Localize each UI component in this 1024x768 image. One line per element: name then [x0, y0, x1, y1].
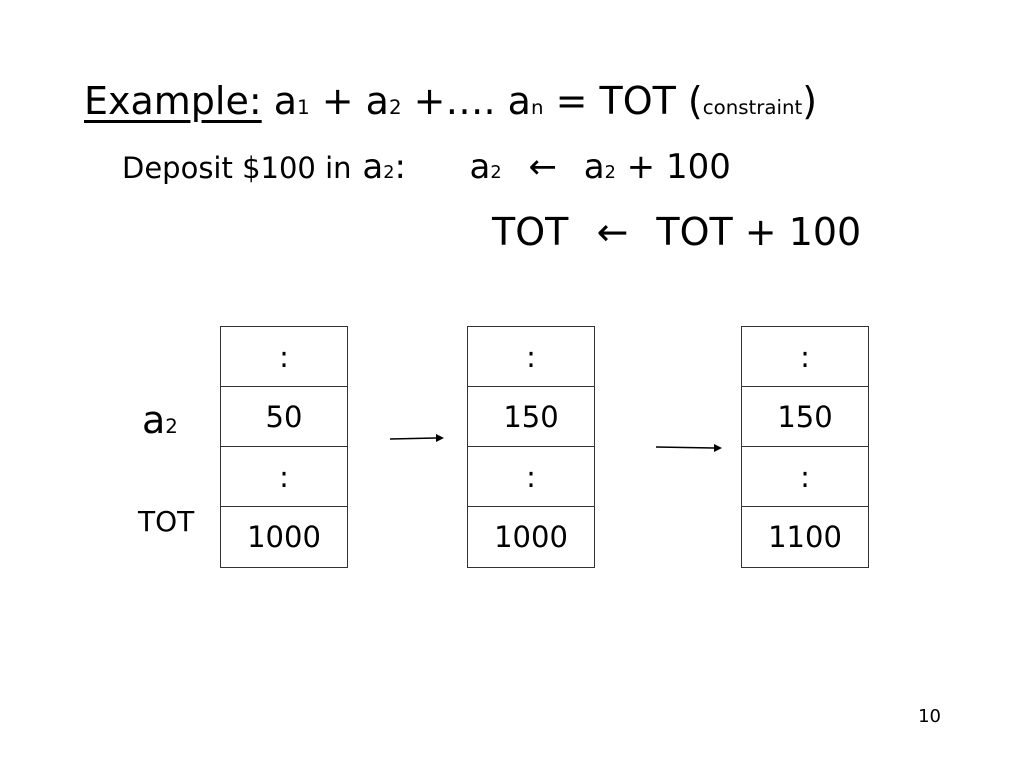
- constraint-note: constraint: [702, 96, 803, 119]
- cell-ellipsis: :: [468, 327, 594, 387]
- ellipsis: +….: [413, 79, 496, 123]
- deposit-text: Deposit $100 in: [122, 151, 352, 185]
- an: an: [507, 79, 544, 123]
- cell-ellipsis: :: [742, 447, 868, 507]
- assign-rhs: a2: [583, 147, 616, 187]
- tot-arrow-icon: ←: [596, 210, 629, 254]
- transition-arrow-1-icon: [389, 434, 444, 442]
- page-number: 10: [918, 706, 941, 727]
- assign-rhs-tail: + 100: [626, 147, 731, 187]
- assign-lhs: a2: [469, 147, 502, 187]
- tot-lhs: TOT: [492, 210, 569, 254]
- deposit-target: a2: [362, 147, 395, 187]
- example-line: Example: a1 + a2 +…. an = TOT (constrain…: [84, 76, 817, 133]
- memory-column-middle: : 150 : 1000: [467, 326, 595, 568]
- equals-tot: = TOT (: [555, 79, 703, 123]
- cell-ellipsis: :: [221, 327, 347, 387]
- example-label: Example:: [84, 79, 262, 123]
- cell-ellipsis: :: [221, 447, 347, 507]
- total-update-line: TOT ← TOT + 100: [492, 207, 861, 257]
- plus: +: [321, 79, 354, 123]
- transition-arrow-2-icon: [655, 444, 722, 452]
- cell-tot: 1000: [494, 520, 568, 554]
- cell-ellipsis: :: [468, 447, 594, 507]
- row-label-tot: TOT: [138, 505, 195, 538]
- cell-a2: 150: [742, 387, 868, 447]
- tot-rhs: TOT + 100: [656, 210, 862, 254]
- close-paren: ): [802, 79, 818, 123]
- memory-column-before: : 50 : 1000: [220, 326, 348, 568]
- a1: a1: [273, 79, 310, 123]
- cell-ellipsis: :: [742, 327, 868, 387]
- cell-tot: 1000: [247, 520, 321, 554]
- cell-a2: 150: [468, 387, 594, 447]
- a2: a2: [365, 79, 402, 123]
- assign-arrow-icon: ←: [528, 147, 557, 187]
- deposit-line: Deposit $100 in a2: a2 ← a2 + 100: [122, 145, 731, 195]
- cell-a2: 50: [221, 387, 347, 447]
- deposit-colon: :: [394, 147, 406, 187]
- memory-column-after: : 150 : 1100: [741, 326, 869, 568]
- cell-tot: 1100: [768, 520, 842, 554]
- row-label-a2: a2: [142, 398, 178, 442]
